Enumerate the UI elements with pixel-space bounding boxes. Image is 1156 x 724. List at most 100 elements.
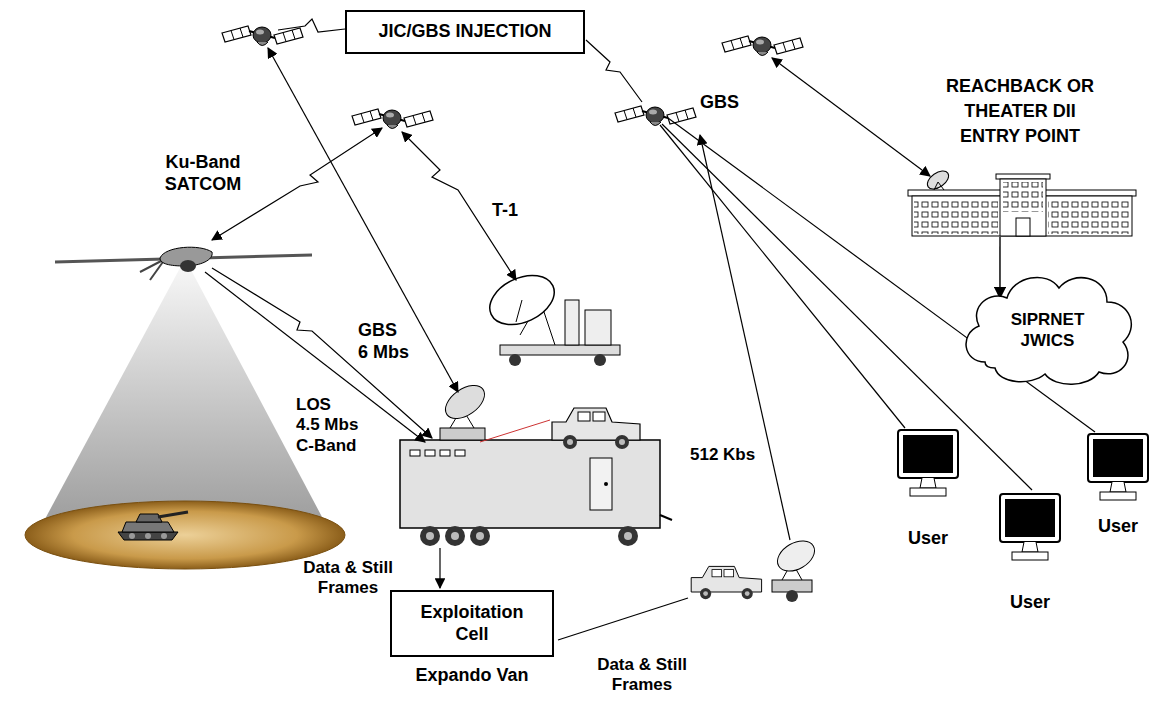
ground-station-trailer <box>426 532 434 540</box>
monitor-part <box>1005 499 1055 537</box>
trailer-dish <box>565 300 579 345</box>
ground-station-trailer <box>410 450 420 456</box>
node-caption: Expando Van <box>390 665 554 687</box>
link-label: Ku-Band SATCOM <box>148 152 258 195</box>
ground-station-trailer <box>445 526 465 546</box>
link-line <box>205 19 1095 640</box>
ground-station-trailer <box>618 526 638 546</box>
link-line <box>660 125 905 428</box>
uav <box>55 247 312 280</box>
link-label: Data & Still Frames <box>298 558 398 599</box>
tank <box>118 512 188 540</box>
ground-dish <box>440 379 491 440</box>
tank <box>122 522 174 532</box>
humvee <box>552 408 640 449</box>
node-text: REACHBACK OR THEATER DII ENTRY POINT <box>940 74 1100 150</box>
link-line <box>700 135 790 540</box>
ground-station-trailer <box>425 450 435 456</box>
link-label: 512 Kbs <box>690 445 755 465</box>
user-terminal: User <box>1086 432 1150 538</box>
ground-station-trailer <box>604 482 608 486</box>
trailer-dish <box>482 266 562 335</box>
satellite <box>615 106 696 126</box>
ground-station-trailer <box>440 450 450 456</box>
entry-point: REACHBACK OR THEATER DII ENTRY POINT <box>905 74 1135 237</box>
ground-station-trailer <box>420 526 440 546</box>
ground-station-trailer <box>660 515 672 520</box>
humvee <box>552 408 640 449</box>
node-text: JIC/GBS INJECTION <box>377 21 553 43</box>
ground-station-trailer <box>400 440 672 546</box>
trailer-dish <box>516 300 522 322</box>
link-line <box>439 548 440 588</box>
trailer-dish <box>482 266 620 366</box>
tank <box>158 512 188 517</box>
mobile-terminal <box>786 590 798 602</box>
ground-station-trailer <box>624 532 632 540</box>
user-terminal: User <box>896 428 960 550</box>
building <box>1016 218 1030 236</box>
cell-box: Exploitation Cell <box>390 590 554 657</box>
node-text: Exploitation Cell <box>412 602 532 645</box>
tank <box>136 514 162 522</box>
monitor-part <box>1012 552 1048 560</box>
link-line <box>268 48 458 392</box>
link-line <box>668 118 1095 432</box>
monitor-part <box>1022 542 1038 552</box>
ground-station-trailer <box>400 440 660 528</box>
link-line <box>558 598 688 640</box>
ground-station-trailer <box>470 526 490 546</box>
satellite <box>352 109 433 129</box>
mobile-terminal <box>772 535 820 578</box>
link-line <box>586 40 642 102</box>
monitor-icon <box>1086 432 1150 502</box>
ground-station-trailer <box>455 450 465 456</box>
monitor-icon <box>998 492 1062 562</box>
node-text: User <box>896 528 960 550</box>
link-line <box>772 58 930 176</box>
monitor-part <box>920 478 936 488</box>
trailer-dish <box>585 310 611 345</box>
trailer-dish <box>594 354 606 366</box>
sensor-footprint <box>38 268 330 532</box>
monitor-part <box>910 488 946 496</box>
link-label: T-1 <box>492 200 518 222</box>
tank <box>118 532 178 540</box>
building <box>908 167 1136 236</box>
tank <box>145 533 151 539</box>
tank <box>129 533 135 539</box>
ground-dish <box>440 428 485 440</box>
tank <box>161 533 167 539</box>
network-cloud: SIPRNET JWICS <box>955 262 1140 390</box>
cloud-outline <box>966 277 1131 384</box>
mobile-terminal <box>691 566 761 599</box>
building <box>914 198 998 234</box>
injection-box: JIC/GBS INJECTION <box>345 10 585 54</box>
monitor-part <box>1100 492 1136 500</box>
monitor-part <box>1110 482 1126 492</box>
building <box>1048 198 1130 234</box>
mobile-terminal <box>691 535 820 602</box>
monitor-part <box>1000 494 1060 542</box>
ground-station-trailer <box>590 458 612 510</box>
building <box>934 182 944 190</box>
link-label: LOS 4.5 Mbs C-Band <box>296 395 359 456</box>
monitor-icon <box>896 428 960 498</box>
user-terminal: User <box>998 492 1062 614</box>
cable <box>480 420 550 442</box>
link-line <box>662 124 1032 490</box>
uav <box>140 259 165 280</box>
uav <box>180 260 196 272</box>
node-text: SIPRNET JWICS <box>1000 309 1095 352</box>
connector-arrow <box>999 237 1000 298</box>
trailer-dish <box>509 354 521 366</box>
building <box>996 174 1050 179</box>
link-line <box>278 19 345 32</box>
building <box>1003 182 1043 212</box>
satellite <box>222 26 303 46</box>
link-label: GBS <box>700 92 739 114</box>
link-label: Data & Still Frames <box>592 655 692 696</box>
building <box>924 167 952 192</box>
